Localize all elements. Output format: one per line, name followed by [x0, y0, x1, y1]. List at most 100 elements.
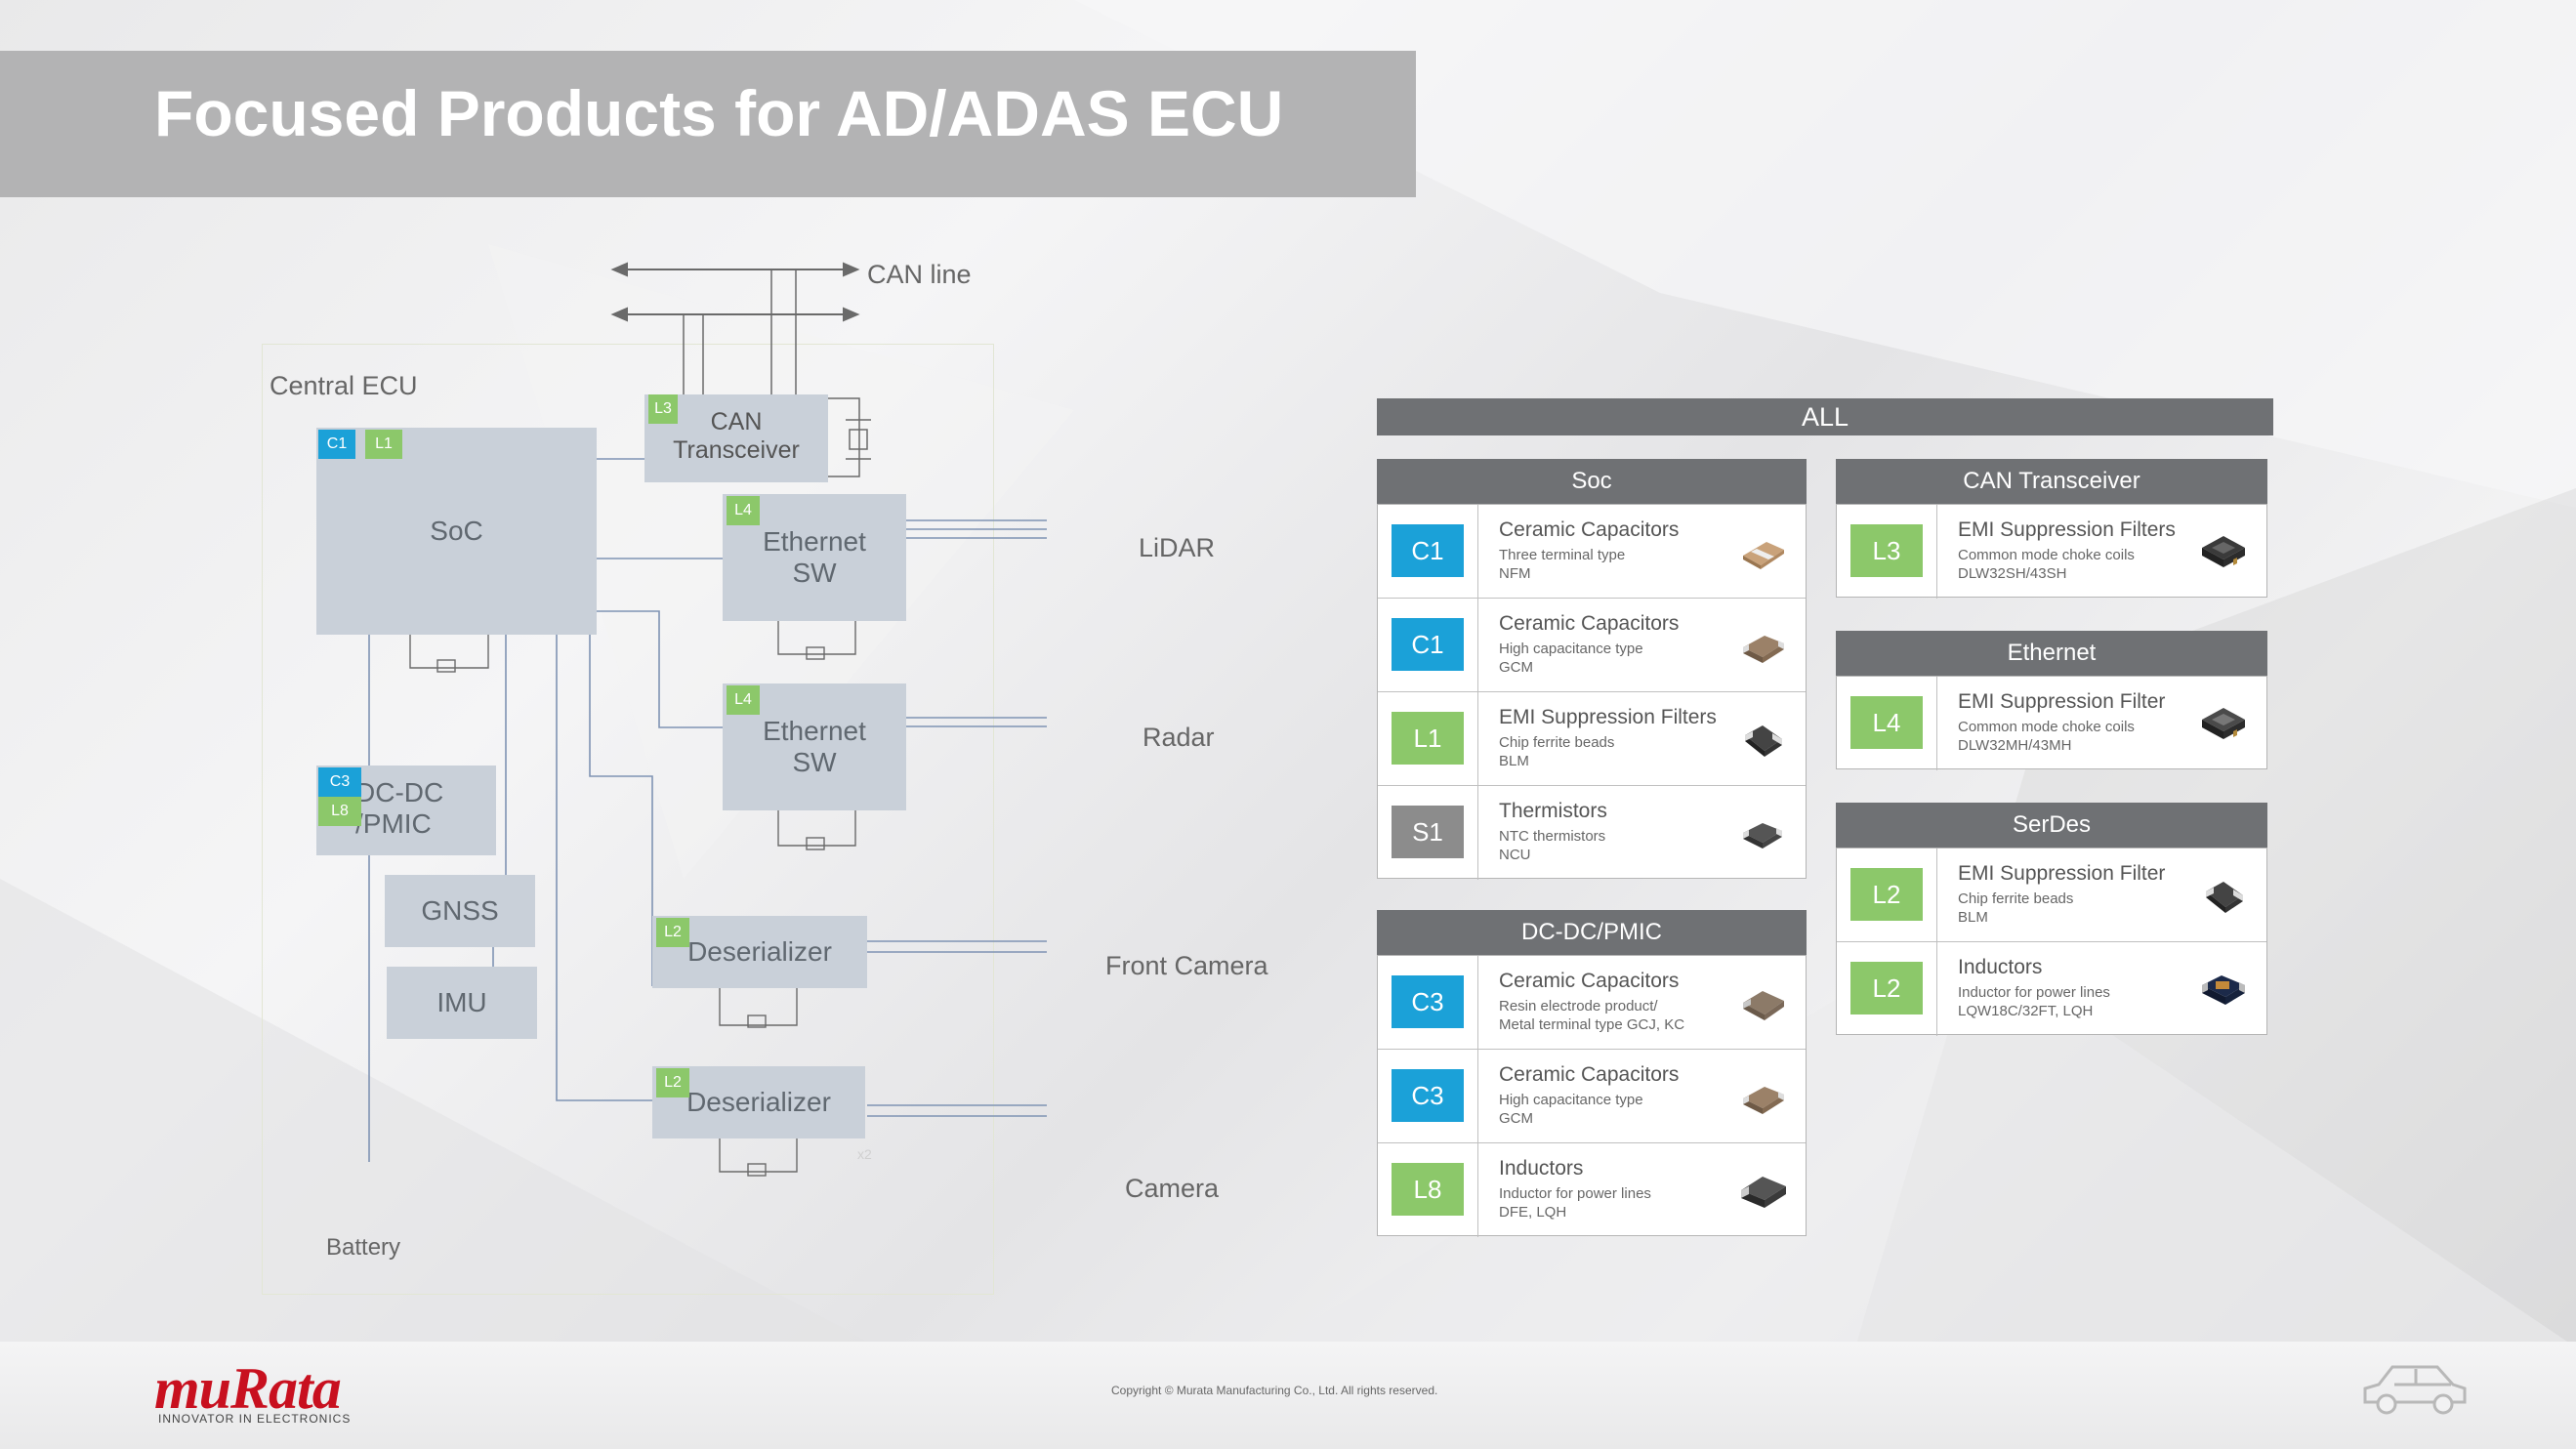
common-mode-choke-icon: [2202, 708, 2245, 739]
divider: [1936, 505, 1937, 599]
can-tag-l3: L3: [648, 394, 678, 424]
product-type-line: High capacitance type: [1499, 641, 1643, 657]
table-row[interactable]: L4 EMI Suppression Filter Common mode ch…: [1837, 677, 2266, 770]
table-row[interactable]: L2 EMI Suppression Filter Chip ferrite b…: [1837, 849, 2266, 942]
imu-block: IMU: [387, 967, 537, 1039]
chip-capacitor-icon: [1743, 636, 1784, 663]
x2-label: x2: [857, 1146, 872, 1162]
product-code: L1: [1392, 712, 1464, 765]
thermistor-icon: [1743, 823, 1782, 849]
ethernet-sw-2-block: Ethernet SW: [723, 683, 906, 810]
des2-tag-l2: L2: [656, 1068, 689, 1097]
product-series: GCM: [1499, 1110, 1533, 1127]
divider: [1477, 1143, 1478, 1237]
product-name: EMI Suppression Filters: [1958, 518, 2176, 541]
divider: [1936, 849, 1937, 941]
central-ecu-label: Central ECU: [270, 371, 418, 400]
product-type-line: Three terminal type: [1499, 547, 1626, 563]
product-series: DLW32SH/43SH: [1958, 565, 2067, 582]
resin-electrode-capacitor-icon: [1743, 991, 1784, 1020]
table-row[interactable]: C3 Ceramic Capacitors Resin electrode pr…: [1378, 956, 1806, 1050]
wiring-diagram: [368, 262, 1047, 1177]
product-type-line: High capacitance type: [1499, 1092, 1643, 1108]
product-series: NFM: [1499, 565, 1531, 582]
central-ecu-frame: [262, 344, 994, 1295]
serdes-table-header: SerDes: [1836, 803, 2267, 848]
three-terminal-capacitor-icon: [1743, 542, 1784, 569]
product-type-line: Common mode choke coils: [1958, 547, 2135, 563]
soc-tag-l1: L1: [365, 430, 402, 459]
divider: [1477, 505, 1478, 598]
dcdc-tag-l8: L8: [318, 797, 361, 826]
divider: [1477, 599, 1478, 691]
power-inductor-icon: [1741, 1177, 1786, 1208]
divider: [1936, 942, 1937, 1036]
product-code: L2: [1850, 868, 1923, 921]
soc-table: C1 Ceramic Capacitors Three terminal typ…: [1377, 504, 1807, 880]
product-code: L2: [1850, 962, 1923, 1014]
dcdc-table-header: DC-DC/PMIC: [1377, 910, 1807, 955]
product-series: Metal terminal type GCJ, KC: [1499, 1016, 1685, 1033]
table-row[interactable]: L3 EMI Suppression Filters Common mode c…: [1837, 505, 2266, 599]
murata-logo: muRata: [154, 1356, 342, 1421]
table-row[interactable]: C1 Ceramic Capacitors High capacitance t…: [1378, 599, 1806, 692]
ethernet-sw-2-label: Ethernet SW: [763, 716, 866, 777]
radar-label: Radar: [1143, 723, 1215, 752]
title-bar: [0, 51, 1416, 197]
footer-band: [0, 1342, 2576, 1449]
table-row[interactable]: C1 Ceramic Capacitors Three terminal typ…: [1378, 505, 1806, 599]
divider: [1477, 1050, 1478, 1142]
can-table: L3 EMI Suppression Filters Common mode c…: [1836, 504, 2267, 599]
car-icon: [2363, 1365, 2467, 1415]
product-type-line: Chip ferrite beads: [1958, 890, 2074, 907]
product-code: C1: [1392, 524, 1464, 577]
serdes-table: L2 EMI Suppression Filter Chip ferrite b…: [1836, 848, 2267, 1036]
camera-label: Camera: [1125, 1174, 1220, 1203]
table-row[interactable]: L1 EMI Suppression Filters Chip ferrite …: [1378, 692, 1806, 786]
product-code: C3: [1392, 1069, 1464, 1122]
divider: [1936, 677, 1937, 770]
product-type-line: Inductor for power lines: [1499, 1185, 1651, 1202]
product-code: C3: [1392, 975, 1464, 1028]
product-code: L4: [1850, 696, 1923, 749]
dcdc-label: DC-DC /PMIC: [355, 777, 444, 839]
product-series: NCU: [1499, 847, 1531, 863]
common-mode-choke-icon: [2202, 536, 2245, 567]
product-series: DLW32MH/43MH: [1958, 737, 2072, 754]
product-series: GCM: [1499, 659, 1533, 676]
product-name: EMI Suppression Filter: [1958, 862, 2166, 885]
gnss-block: GNSS: [385, 875, 535, 947]
battery-label: Battery: [326, 1234, 401, 1261]
copyright-text: Copyright © Murata Manufacturing Co., Lt…: [1111, 1384, 1438, 1397]
ferrite-bead-icon: [2206, 882, 2243, 913]
all-header: ALL: [1377, 398, 2273, 435]
product-name: Thermistors: [1499, 800, 1607, 822]
can-line-label: CAN line: [867, 260, 972, 289]
des1-tag-l2: L2: [656, 918, 689, 947]
dcdc-table: C3 Ceramic Capacitors Resin electrode pr…: [1377, 955, 1807, 1237]
table-row[interactable]: C3 Ceramic Capacitors High capacitance t…: [1378, 1050, 1806, 1143]
product-type-line: Common mode choke coils: [1958, 719, 2135, 735]
product-code: S1: [1392, 806, 1464, 858]
front-camera-label: Front Camera: [1105, 951, 1268, 980]
dcdc-tag-c3: C3: [318, 767, 361, 797]
product-name: EMI Suppression Filter: [1958, 690, 2166, 713]
can-table-header: CAN Transceiver: [1836, 459, 2267, 504]
product-name: Ceramic Capacitors: [1499, 612, 1680, 635]
product-code: L3: [1850, 524, 1923, 577]
product-series: BLM: [1958, 909, 1988, 926]
logo-tagline: INNOVATOR IN ELECTRONICS: [158, 1412, 352, 1426]
soc-block: SoC: [316, 428, 597, 635]
lidar-label: LiDAR: [1139, 533, 1216, 562]
product-type: Resin electrode product/Metal terminal t…: [1499, 997, 1684, 1034]
